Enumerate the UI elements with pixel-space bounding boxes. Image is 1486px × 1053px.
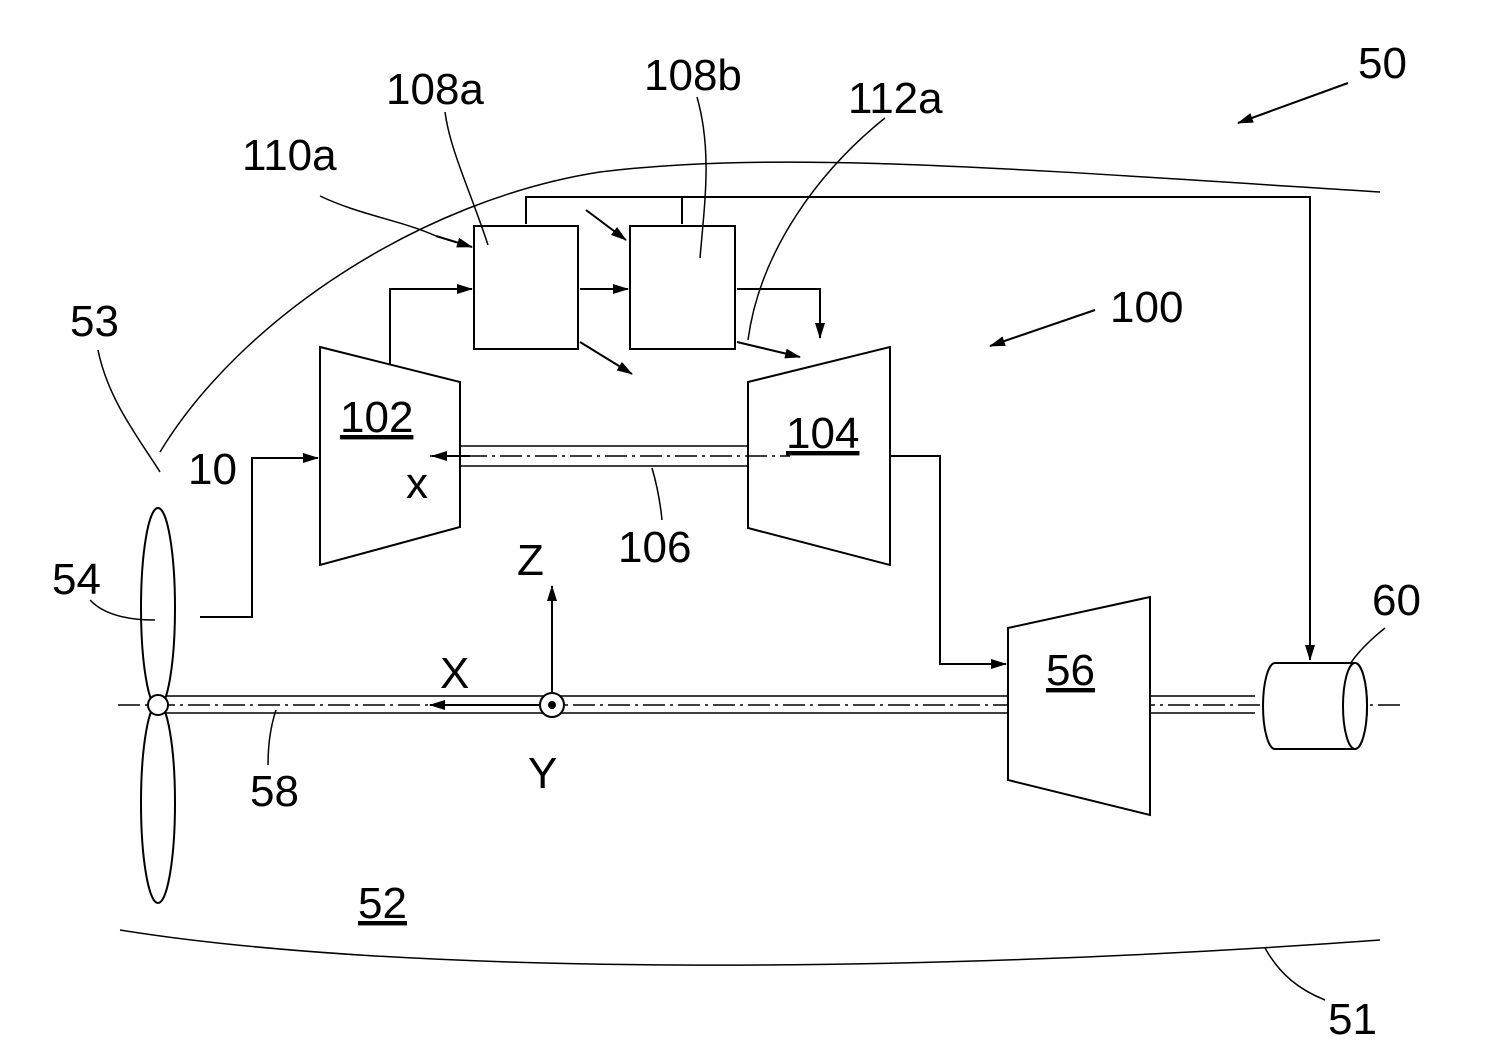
label-58: 58 bbox=[250, 767, 299, 816]
label-y-axis: Y bbox=[528, 749, 557, 798]
axis-y-dot bbox=[548, 701, 556, 709]
leader-53 bbox=[98, 350, 160, 472]
leader-110a bbox=[320, 196, 436, 236]
label-108b: 108b bbox=[644, 51, 742, 100]
label-102: 102 bbox=[340, 393, 413, 442]
label-52: 52 bbox=[358, 879, 407, 928]
label-x-axis: X bbox=[440, 649, 469, 698]
label-51: 51 bbox=[1328, 995, 1377, 1044]
generator-60-end bbox=[1343, 663, 1367, 749]
104-to-56-line bbox=[890, 456, 1006, 664]
label-112a: 112a bbox=[848, 74, 943, 123]
label-x-small: x bbox=[406, 459, 428, 508]
leader-112a bbox=[748, 118, 885, 340]
propeller-hub bbox=[148, 695, 168, 715]
label-104: 104 bbox=[786, 409, 859, 458]
propeller-blade-lower bbox=[141, 703, 175, 903]
label-10: 10 bbox=[188, 445, 237, 494]
leader-106 bbox=[652, 468, 662, 520]
leader-50 bbox=[1238, 83, 1348, 123]
leader-58 bbox=[268, 710, 276, 765]
label-108a: 108a bbox=[386, 65, 484, 114]
arrow-110a-into-108a bbox=[436, 236, 472, 247]
leader-51 bbox=[1265, 948, 1325, 1000]
arrow-108a-out bbox=[580, 342, 632, 374]
label-106: 106 bbox=[618, 523, 691, 572]
label-54: 54 bbox=[52, 555, 101, 604]
propeller-blade-upper bbox=[141, 508, 175, 708]
leader-100 bbox=[990, 310, 1095, 346]
label-100: 100 bbox=[1110, 283, 1183, 332]
label-110a: 110a bbox=[242, 131, 337, 180]
block-108b bbox=[630, 226, 735, 349]
block-108a bbox=[474, 226, 578, 349]
label-z: Z bbox=[517, 536, 544, 585]
arrow-into-108b bbox=[586, 210, 626, 240]
comp-to-108a-line bbox=[390, 289, 472, 364]
nacelle-bottom-outline bbox=[120, 930, 1380, 965]
turbine-56 bbox=[1008, 597, 1150, 815]
arrow-112a-to-104 bbox=[737, 342, 800, 357]
leader-60 bbox=[1350, 628, 1385, 664]
label-56: 56 bbox=[1046, 646, 1095, 695]
leader-108a bbox=[445, 112, 488, 245]
label-53: 53 bbox=[70, 297, 119, 346]
label-50: 50 bbox=[1358, 39, 1407, 88]
label-60: 60 bbox=[1372, 576, 1421, 625]
